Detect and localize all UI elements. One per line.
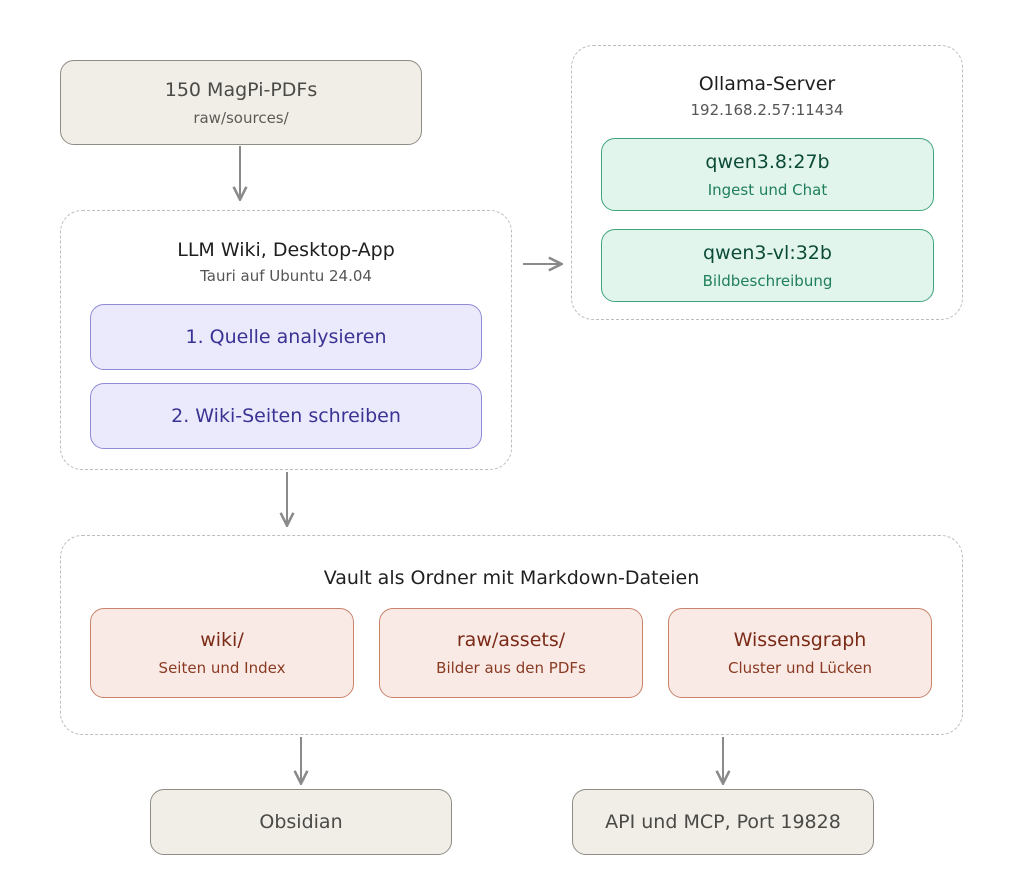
output-label: API und MCP, Port 19828 xyxy=(605,811,841,833)
sources-title: 150 MagPi-PDFs xyxy=(164,78,318,101)
vault-item-desc: Bilder aus den PDFs xyxy=(436,659,586,677)
vault-item-wiki: wiki/ Seiten und Index xyxy=(90,608,354,698)
ollama-title: Ollama-Server xyxy=(698,73,836,95)
model-name: qwen3-vl:32b xyxy=(703,241,832,264)
sources-node: 150 MagPi-PDFs raw/sources/ xyxy=(60,60,422,145)
vault-item-knowledge-graph: Wissensgraph Cluster und Lücken xyxy=(668,608,932,698)
step-label: 2. Wiki-Seiten schreiben xyxy=(171,405,401,427)
ollama-header: Ollama-Server 192.168.2.57:11434 xyxy=(571,72,963,120)
vault-item-raw-assets: raw/assets/ Bilder aus den PDFs xyxy=(379,608,643,698)
vault-item-name: Wissensgraph xyxy=(733,629,867,651)
model-name: qwen3.8:27b xyxy=(705,150,830,173)
app-subtitle: Tauri auf Ubuntu 24.04 xyxy=(200,267,372,285)
step-write-wiki-pages: 2. Wiki-Seiten schreiben xyxy=(90,383,482,449)
vault-title: Vault als Ordner mit Markdown-Dateien xyxy=(323,567,700,589)
model-node-qwen3-8: qwen3.8:27b Ingest und Chat xyxy=(601,138,934,211)
vault-group xyxy=(60,535,963,735)
output-label: Obsidian xyxy=(259,811,343,833)
model-role: Ingest und Chat xyxy=(707,180,828,199)
ollama-address: 192.168.2.57:11434 xyxy=(690,101,844,119)
ollama-server-group xyxy=(571,45,963,320)
vault-item-name: wiki/ xyxy=(200,629,244,651)
app-title: LLM Wiki, Desktop-App xyxy=(177,239,395,261)
vault-item-desc: Cluster und Lücken xyxy=(727,659,873,677)
step-label: 1. Quelle analysieren xyxy=(185,326,387,348)
step-analyze-source: 1. Quelle analysieren xyxy=(90,304,482,370)
output-obsidian: Obsidian xyxy=(150,789,452,855)
desktop-app-group xyxy=(60,210,512,470)
output-api-mcp: API und MCP, Port 19828 xyxy=(572,789,874,855)
model-role: Bildbeschreibung xyxy=(702,271,833,290)
vault-item-name: raw/assets/ xyxy=(456,629,566,651)
vault-header: Vault als Ordner mit Markdown-Dateien xyxy=(60,566,963,590)
model-node-qwen3-vl: qwen3-vl:32b Bildbeschreibung xyxy=(601,229,934,302)
app-header: LLM Wiki, Desktop-App Tauri auf Ubuntu 2… xyxy=(60,238,512,286)
vault-item-desc: Seiten und Index xyxy=(158,659,286,677)
sources-subtitle: raw/sources/ xyxy=(193,108,289,127)
